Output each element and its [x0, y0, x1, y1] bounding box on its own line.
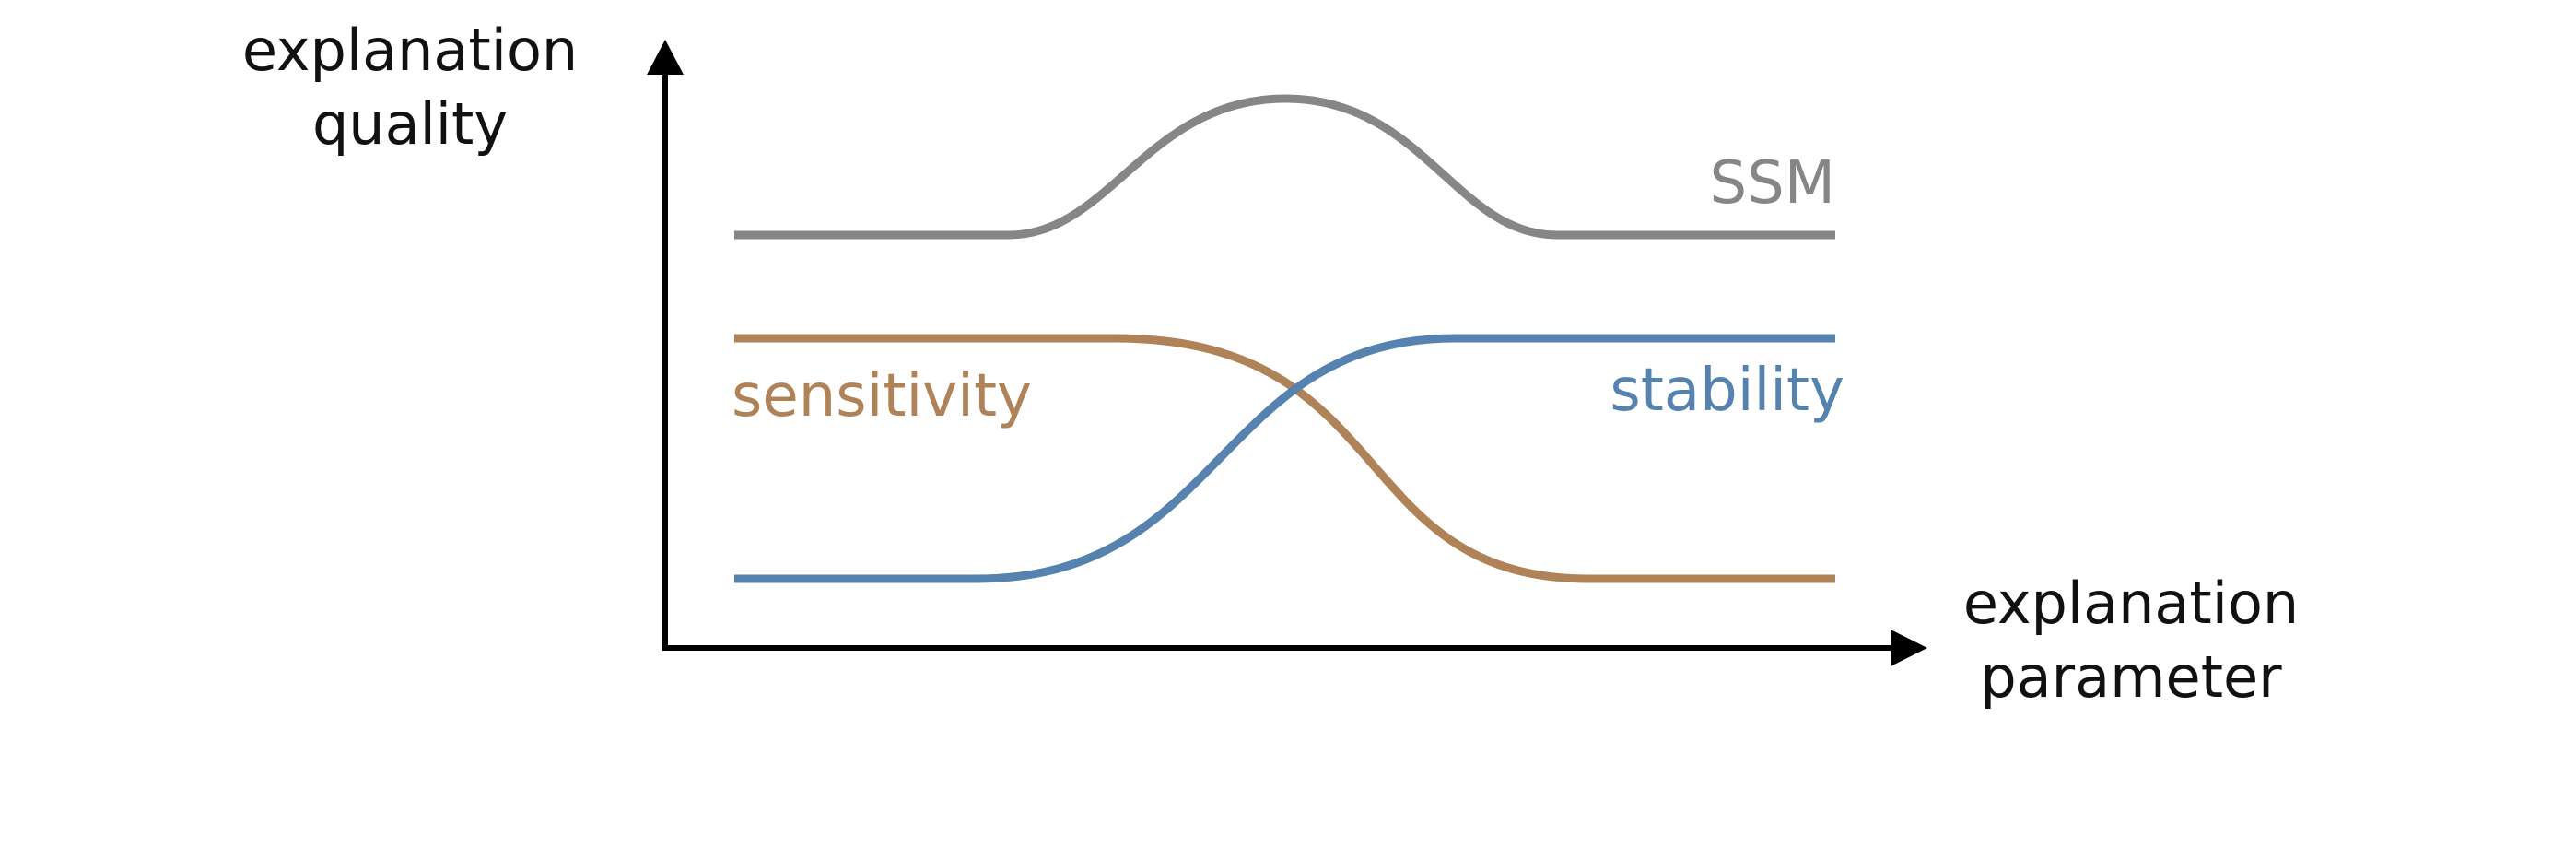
y-axis-arrowhead [647, 40, 684, 75]
y-axis-title: explanation quality [242, 17, 578, 158]
x-axis-arrowhead [1891, 630, 1927, 666]
x-axis-title-line2: parameter [1980, 643, 2282, 711]
stability-curve [734, 334, 1835, 583]
x-axis-title: explanation parameter [1963, 570, 2299, 711]
sensitivity-label: sensitivity [732, 362, 1032, 430]
y-axis-title-line1: explanation [242, 17, 578, 84]
sensitivity-curve [734, 334, 1835, 583]
ssm-label: SSM [1710, 149, 1835, 218]
x-axis-title-line1: explanation [1963, 570, 2299, 637]
stability-label: stability [1610, 357, 1844, 425]
axes [647, 40, 1927, 666]
y-axis-title-line2: quality [312, 90, 508, 158]
ssm-curve [734, 94, 1835, 240]
